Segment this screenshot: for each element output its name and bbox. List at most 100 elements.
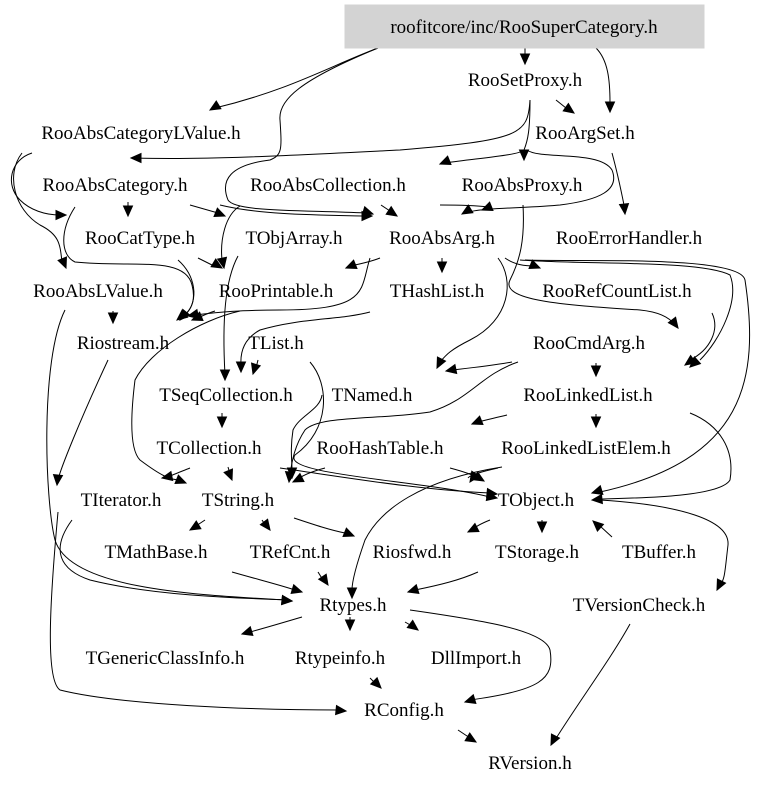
edge-RooAbsCategory-to-RooAbsArg xyxy=(219,204,374,222)
node-RooLinkedListElem[interactable]: RooLinkedListElem.h xyxy=(501,438,671,459)
node-TIterator[interactable]: TIterator.h xyxy=(81,490,162,511)
node-RooSetProxy[interactable]: RooSetProxy.h xyxy=(468,70,583,91)
node-TMathBase[interactable]: TMathBase.h xyxy=(105,542,208,563)
edge-RooPrintable-to-TString xyxy=(131,310,241,484)
edge-line xyxy=(595,47,611,104)
node-label: Rtypeinfo.h xyxy=(295,648,386,669)
arrowhead-icon xyxy=(188,520,202,531)
node-label: Rtypes.h xyxy=(319,595,387,616)
edge-TVersionCheck-to-RVersion xyxy=(550,623,631,747)
edge-root-to-RooArgSet xyxy=(595,47,616,114)
edge-line xyxy=(599,412,732,500)
edge-line xyxy=(214,47,379,109)
arrowhead-icon xyxy=(344,259,358,269)
edge-TString-to-TMathBase xyxy=(188,519,206,531)
edge-RooAbsArg-to-RooPrintable xyxy=(344,257,381,269)
edge-RooAbsCategory-to-TObjArray xyxy=(189,204,227,217)
edge-line xyxy=(194,257,371,316)
edge-line xyxy=(444,149,525,164)
node-TBuffer[interactable]: TBuffer.h xyxy=(622,542,697,563)
edge-line xyxy=(223,255,239,376)
edge-TList-to-TObject xyxy=(293,361,499,502)
edge-line xyxy=(221,205,241,261)
arrowhead-icon xyxy=(219,369,231,382)
node-TGenericClassInfo[interactable]: TGenericClassInfo.h xyxy=(86,648,245,669)
edge-line xyxy=(289,361,519,476)
edge-RooRefCountList-to-RooLinkedList xyxy=(684,312,716,366)
node-RConfig[interactable]: RConfig.h xyxy=(364,700,444,721)
node-TStorage[interactable]: TStorage.h xyxy=(495,542,579,563)
node-TVersionCheck[interactable]: TVersionCheck.h xyxy=(573,595,706,616)
node-RooAbsLValue[interactable]: RooAbsLValue.h xyxy=(33,281,163,302)
node-TObjArray[interactable]: TObjArray.h xyxy=(245,228,343,249)
edge-RConfig-to-RVersion xyxy=(457,729,478,743)
node-label: Riosfwd.h xyxy=(373,542,452,563)
node-RVersion[interactable]: RVersion.h xyxy=(488,753,572,774)
node-TList[interactable]: TList.h xyxy=(248,333,304,354)
edge-TIterator-to-Rtypes xyxy=(59,519,294,606)
node-RooErrorHandler[interactable]: RooErrorHandler.h xyxy=(556,228,703,249)
node-RooLinkedList[interactable]: RooLinkedList.h xyxy=(523,385,653,406)
arrowhead-icon xyxy=(55,209,68,221)
node-RooAbsCollection[interactable]: RooAbsCollection.h xyxy=(250,175,406,196)
node-TObject[interactable]: TObject.h xyxy=(498,490,575,511)
node-label: Riostream.h xyxy=(77,333,170,354)
node-label: TObject.h xyxy=(498,490,575,511)
edge-RooArgSet-to-RooAbsCollection xyxy=(438,149,525,165)
edge-line xyxy=(131,310,241,481)
arrowhead-icon xyxy=(486,487,499,499)
edge-line xyxy=(134,99,531,159)
edge-TCollection-to-TString xyxy=(223,466,233,482)
node-RooRefCountList[interactable]: RooRefCountList.h xyxy=(542,281,692,302)
node-TCollection[interactable]: TCollection.h xyxy=(156,438,262,459)
node-RooCatType[interactable]: RooCatType.h xyxy=(85,228,196,249)
edge-line xyxy=(13,152,63,263)
edge-Rtypes-to-Rtypeinfo xyxy=(344,617,356,632)
arrowhead-icon xyxy=(385,205,399,217)
arrowhead-icon xyxy=(436,356,447,370)
arrowhead-icon xyxy=(466,522,480,533)
root-node-box xyxy=(344,4,705,49)
node-RooAbsCategory[interactable]: RooAbsCategory.h xyxy=(43,175,188,196)
node-DllImport[interactable]: DllImport.h xyxy=(431,648,522,669)
node-TRefCnt[interactable]: TRefCnt.h xyxy=(250,542,331,563)
edge-RooAbsCollection-to-RooAbsArg xyxy=(380,204,399,217)
edge-RooHashTable-to-TString xyxy=(291,467,326,483)
edge-line xyxy=(469,149,615,213)
node-label: RooAbsArg.h xyxy=(389,228,495,249)
edge-TObject-to-Riosfwd xyxy=(466,519,491,533)
edge-TObject-to-TStorage xyxy=(536,520,548,534)
node-RooHashTable[interactable]: RooHashTable.h xyxy=(317,438,444,459)
node-RooArgSet[interactable]: RooArgSet.h xyxy=(535,123,635,144)
arrowhead-icon xyxy=(519,53,531,66)
node-RooCmdArg[interactable]: RooCmdArg.h xyxy=(533,333,646,354)
node-label: TGenericClassInfo.h xyxy=(86,648,245,669)
arrowhead-icon xyxy=(342,527,356,537)
node-RooAbsCategoryLValue[interactable]: RooAbsCategoryLValue.h xyxy=(41,123,241,144)
node-root[interactable]: roofitcore/inc/RooSuperCategory.h xyxy=(344,4,705,49)
node-RooAbsProxy[interactable]: RooAbsProxy.h xyxy=(462,175,583,196)
node-RooPrintable[interactable]: RooPrintable.h xyxy=(219,281,334,302)
node-RooAbsArg[interactable]: RooAbsArg.h xyxy=(389,228,495,249)
node-TSeqCollection[interactable]: TSeqCollection.h xyxy=(159,385,293,406)
node-Rtypeinfo[interactable]: Rtypeinfo.h xyxy=(295,648,386,669)
edge-line xyxy=(599,525,613,538)
node-label: RooAbsLValue.h xyxy=(33,281,163,302)
edge-line xyxy=(477,414,508,423)
arrowhead-icon xyxy=(444,363,458,375)
edge-TString-to-TRefCnt xyxy=(259,518,271,531)
edge-RooCmdArg-to-RooLinkedList xyxy=(590,363,602,378)
arrowhead-icon xyxy=(590,484,604,496)
arrowhead-icon xyxy=(281,594,294,606)
edge-RooAbsArg-to-THashList xyxy=(436,258,448,274)
node-label: TVersionCheck.h xyxy=(573,595,706,616)
arrowhead-icon xyxy=(216,416,228,429)
node-TString[interactable]: TString.h xyxy=(202,490,275,511)
node-Rtypes[interactable]: Rtypes.h xyxy=(319,595,387,616)
node-THashList[interactable]: THashList.h xyxy=(390,281,485,302)
node-label: TIterator.h xyxy=(81,490,162,511)
node-TNamed[interactable]: TNamed.h xyxy=(332,385,413,406)
node-Riosfwd[interactable]: Riosfwd.h xyxy=(373,542,452,563)
node-Riostream[interactable]: Riostream.h xyxy=(77,333,170,354)
node-label: RooAbsCollection.h xyxy=(250,175,406,196)
